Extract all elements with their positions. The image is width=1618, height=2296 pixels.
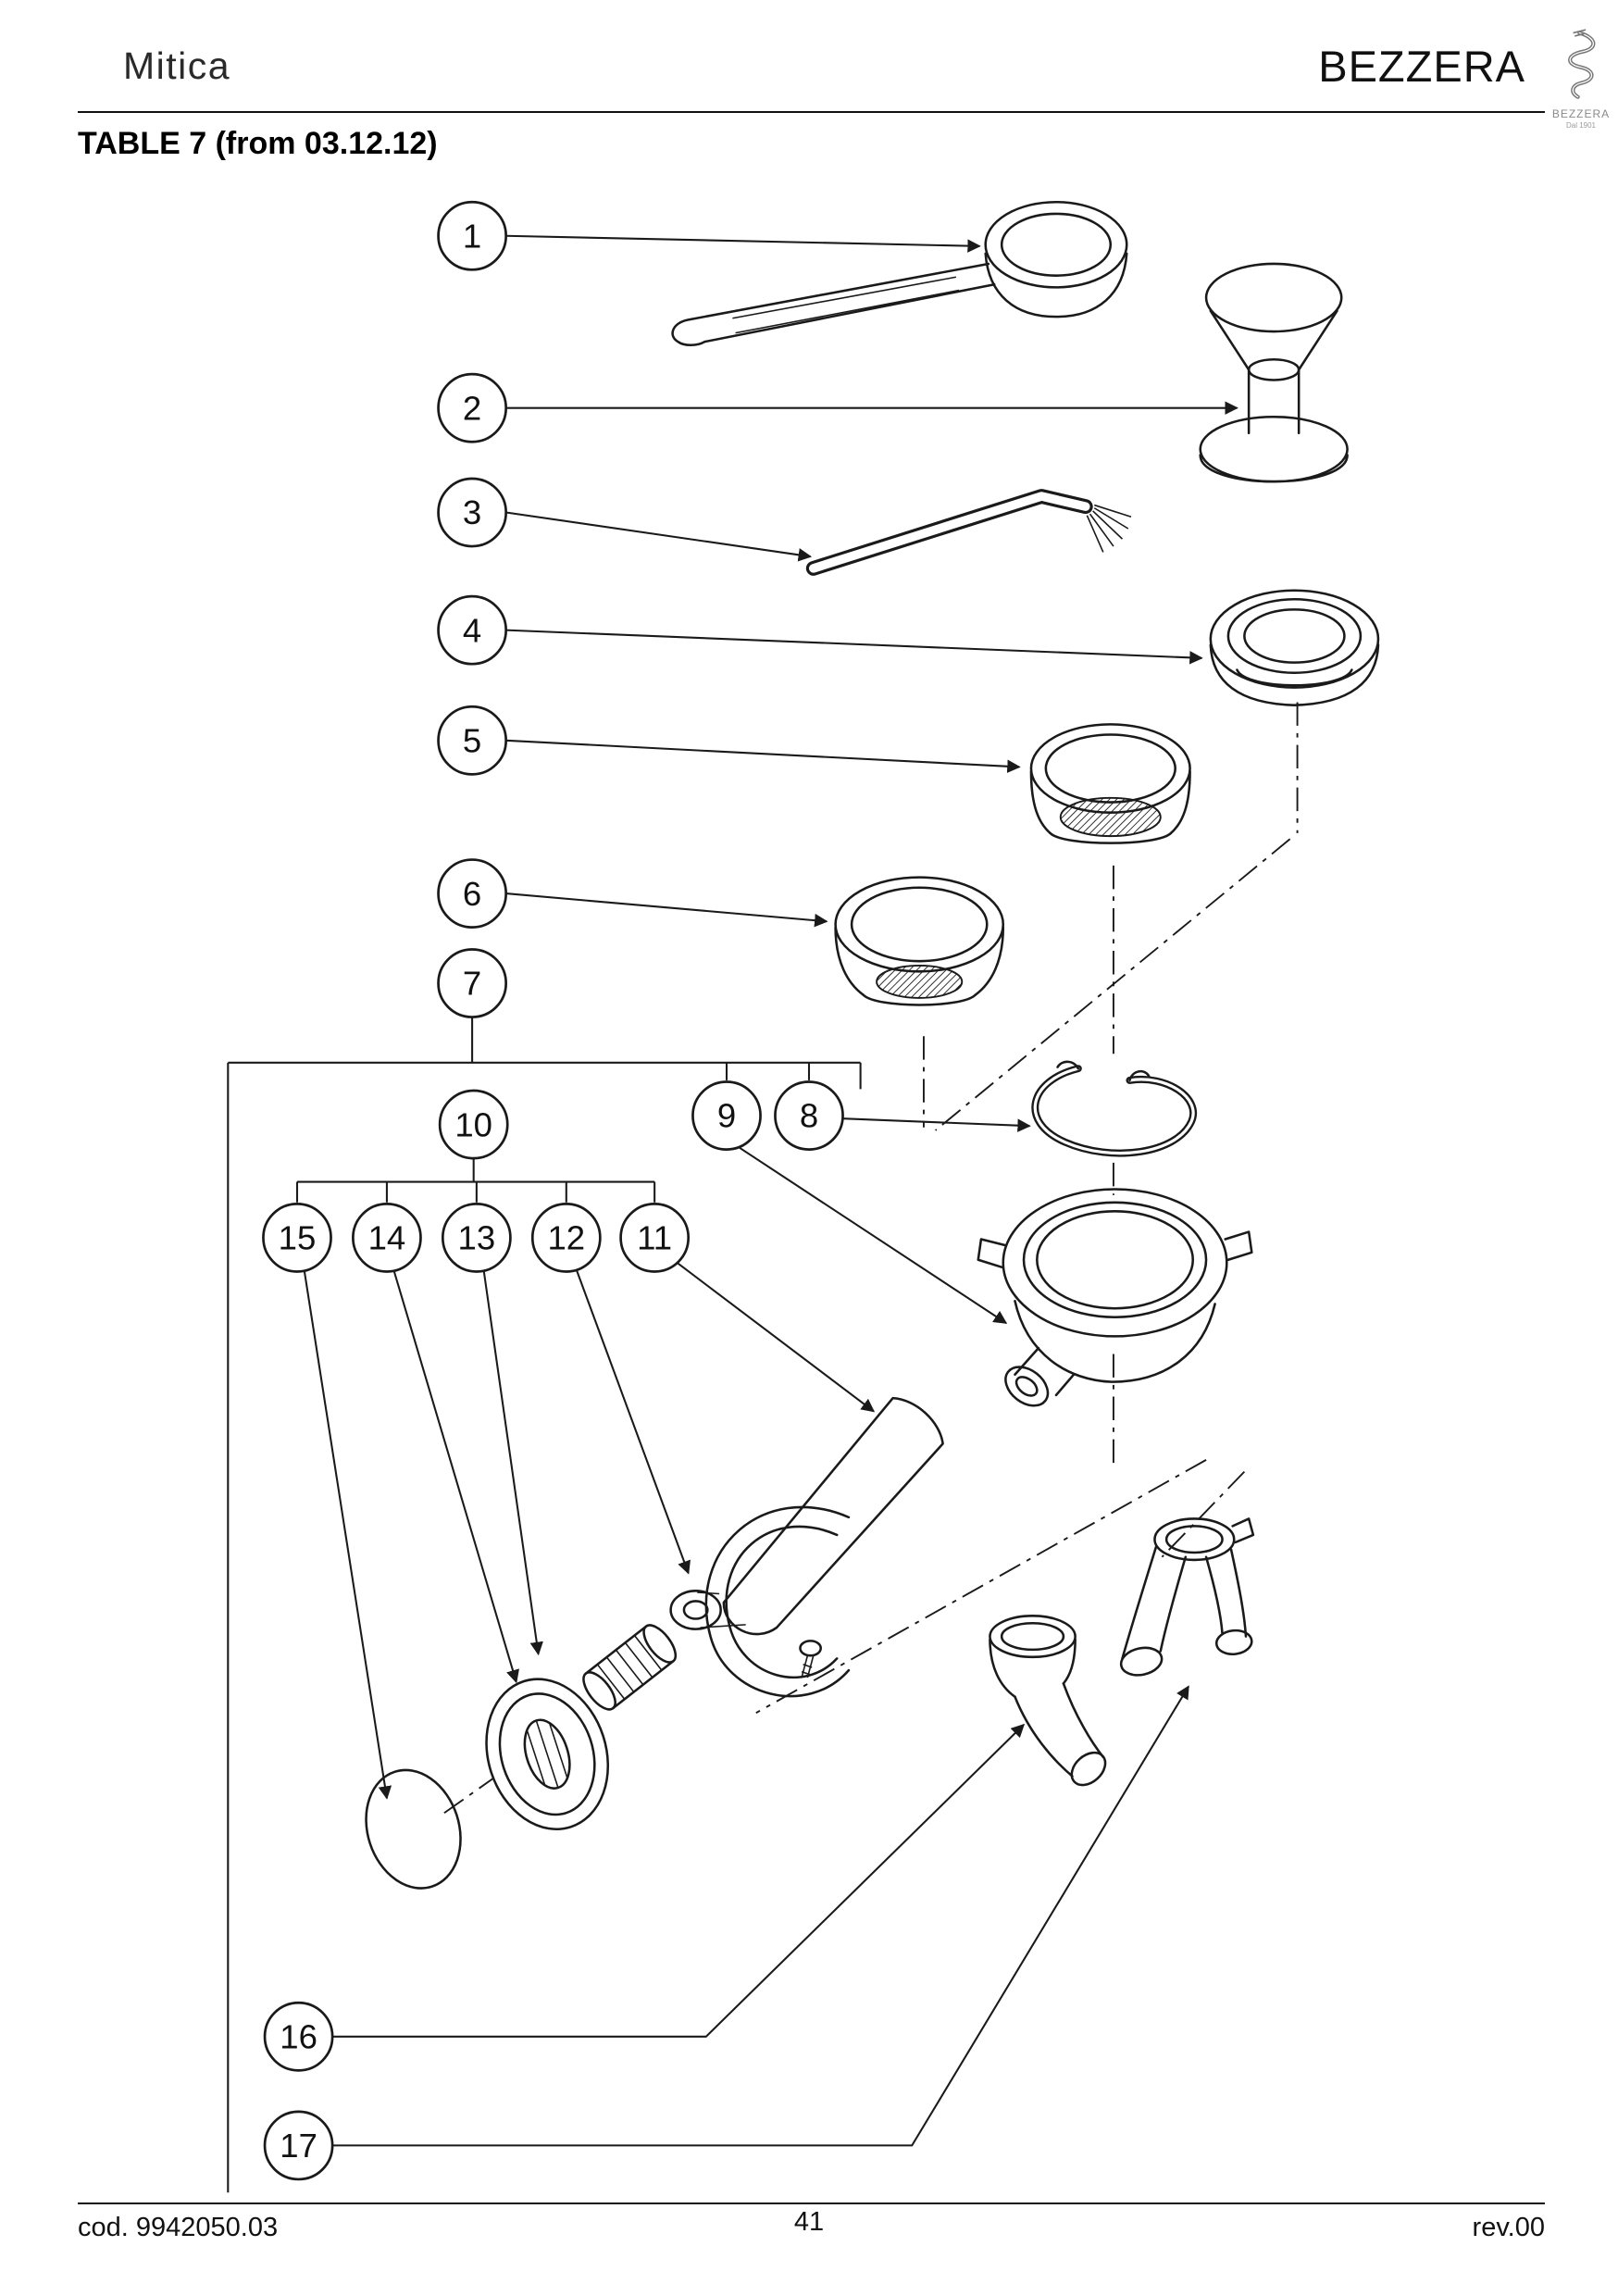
svg-text:13: 13 (458, 1219, 496, 1257)
callout-7: 7 (437, 948, 507, 1018)
threaded-fitting-drawing (582, 1624, 678, 1711)
leader-line-1 (505, 234, 981, 253)
callout-15: 15 (262, 1203, 332, 1273)
callout-2: 2 (437, 372, 507, 443)
svg-text:4: 4 (463, 611, 481, 649)
leader-line-13 (482, 1271, 543, 1656)
logo-brand-text: BEZZERA (1551, 107, 1611, 120)
svg-text:12: 12 (547, 1219, 585, 1257)
svg-text:3: 3 (463, 493, 481, 531)
svg-text:14: 14 (368, 1219, 406, 1257)
header-divider (78, 111, 1545, 113)
svg-text:5: 5 (463, 722, 481, 760)
center-lines (443, 702, 1299, 1815)
svg-text:6: 6 (463, 875, 481, 913)
table-title: TABLE 7 (from 03.12.12) (78, 126, 438, 161)
callout-10: 10 (438, 1089, 509, 1160)
page-title-model: Mitica (123, 44, 231, 87)
footer-divider (78, 2202, 1545, 2204)
callout-17: 17 (263, 2110, 334, 2181)
single-spout-drawing (989, 1615, 1107, 1787)
dispersion-disc-drawing (485, 1678, 610, 1830)
svg-text:1: 1 (463, 217, 481, 255)
leader-line-6 (505, 892, 828, 928)
callout-13: 13 (441, 1203, 512, 1273)
svg-text:15: 15 (279, 1219, 317, 1257)
screw-drawing (799, 1640, 822, 1678)
callout-12: 12 (530, 1203, 602, 1273)
leader-line-3 (505, 511, 813, 562)
callout-8: 8 (774, 1080, 844, 1151)
double-spout-drawing (1119, 1517, 1255, 1677)
svg-text:16: 16 (280, 2018, 317, 2056)
bezzera-logo-icon (1568, 29, 1596, 99)
portafilter-body-drawing (977, 1188, 1253, 1407)
brand-logo: BEZZERA Dal 1901 (1547, 26, 1615, 130)
leader-line-8 (842, 1117, 1031, 1132)
footer-revision: rev.00 (1472, 2213, 1545, 2242)
leader-line-9 (734, 1143, 1008, 1324)
footer-code: cod. 9942050.03 (78, 2213, 279, 2242)
leader-lines (303, 234, 1238, 2147)
group-gasket-drawing (1209, 589, 1380, 706)
callout-9: 9 (691, 1080, 762, 1151)
svg-text:11: 11 (637, 1219, 672, 1257)
callout-3: 3 (437, 477, 507, 548)
svg-text:8: 8 (800, 1097, 818, 1135)
callout-14: 14 (352, 1203, 422, 1273)
brand-wordmark: BEZZERA (1318, 42, 1525, 91)
svg-text:7: 7 (463, 965, 481, 1003)
handle-drawing (669, 1396, 944, 1698)
logo-tagline-text: Dal 1901 (1565, 121, 1597, 130)
callout-bracket-10 (295, 1158, 656, 1203)
filter-basket-single-drawing (834, 876, 1005, 1006)
callout-1: 1 (437, 200, 507, 271)
callout-5: 5 (437, 705, 507, 776)
callout-11: 11 (619, 1203, 691, 1273)
callout-6: 6 (437, 858, 507, 929)
dosing-scoop-drawing (671, 200, 1128, 347)
svg-text:9: 9 (717, 1097, 736, 1135)
leader-line-17 (332, 1685, 1189, 2147)
svg-text:10: 10 (454, 1105, 492, 1143)
callout-16: 16 (263, 2001, 334, 2072)
svg-text:2: 2 (463, 389, 481, 427)
callout-bracket-7 (227, 1017, 862, 2193)
cleaning-tool-drawing (805, 489, 1132, 576)
callout-4: 4 (437, 594, 507, 666)
tamper-drawing (1199, 262, 1349, 483)
svg-text:17: 17 (280, 2127, 317, 2165)
page-number: 41 (793, 2207, 825, 2237)
leader-line-5 (505, 739, 1021, 773)
leader-line-14 (392, 1271, 519, 1684)
leader-line-12 (575, 1269, 691, 1575)
leader-line-16 (332, 1723, 1026, 2038)
filter-basket-double-drawing (1029, 723, 1191, 844)
leader-line-11 (674, 1260, 876, 1413)
gasket-oval-drawing (365, 1768, 462, 1890)
leader-line-15 (303, 1271, 392, 1800)
spring-clip-drawing (1031, 1060, 1197, 1157)
leader-line-4 (505, 629, 1203, 665)
